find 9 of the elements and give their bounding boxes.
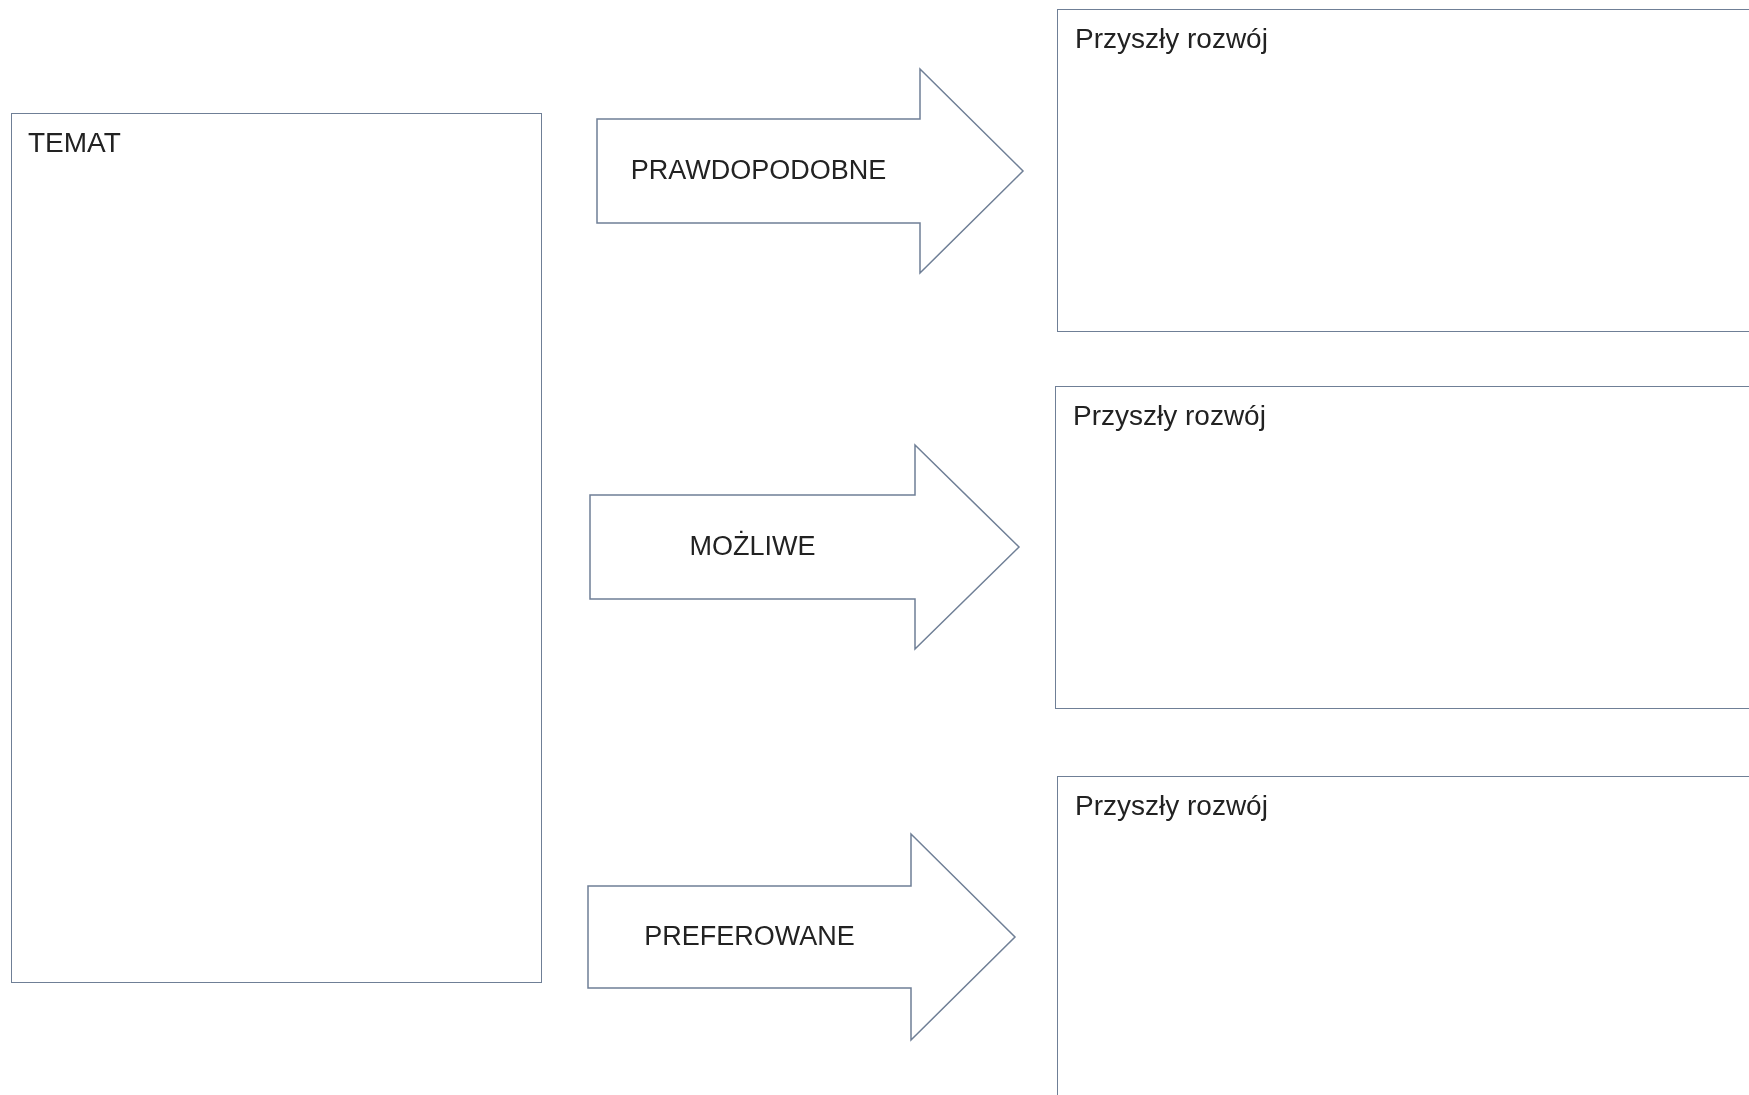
- box-heading: Przyszły rozwój: [1075, 22, 1268, 56]
- block-arrow: [589, 443, 1021, 651]
- box-heading: Przyszły rozwój: [1073, 399, 1266, 433]
- text-box: [1057, 776, 1749, 1095]
- box-heading: TEMAT: [28, 126, 121, 160]
- text-box: [1057, 9, 1749, 332]
- text-box: [1055, 386, 1749, 709]
- text-box: [11, 113, 542, 983]
- box-heading: Przyszły rozwój: [1075, 789, 1268, 823]
